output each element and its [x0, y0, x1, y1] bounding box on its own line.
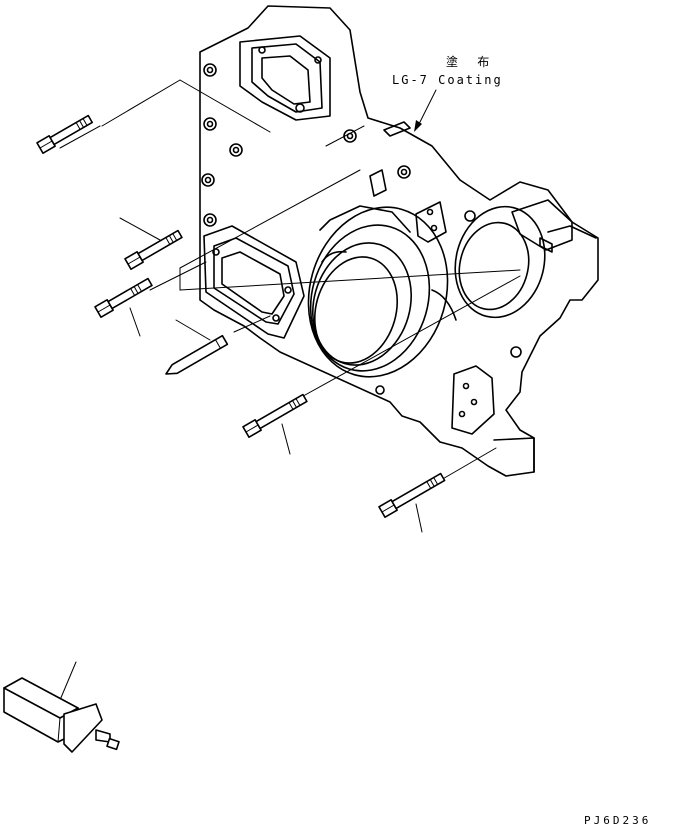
hex-bolt-icon: [378, 472, 446, 518]
drawing-code: PJ6D236: [584, 814, 652, 827]
coating-annotation-kanji: 塗 布: [446, 55, 496, 69]
coating-annotation-label: LG-7 Coating: [392, 73, 503, 87]
hex-bolt-icon: [94, 277, 153, 318]
installation-tool-icon: [3, 677, 120, 753]
hex-bolt-icon: [242, 393, 308, 438]
hex-bolt-icon: [36, 114, 94, 154]
leader-arrow-icon: [414, 89, 437, 132]
hex-bolt-icon: [124, 229, 183, 270]
leader-lines: [59, 79, 521, 701]
dowel-pin-icon: [165, 334, 229, 375]
front-gear-cover-icon: [199, 5, 599, 477]
